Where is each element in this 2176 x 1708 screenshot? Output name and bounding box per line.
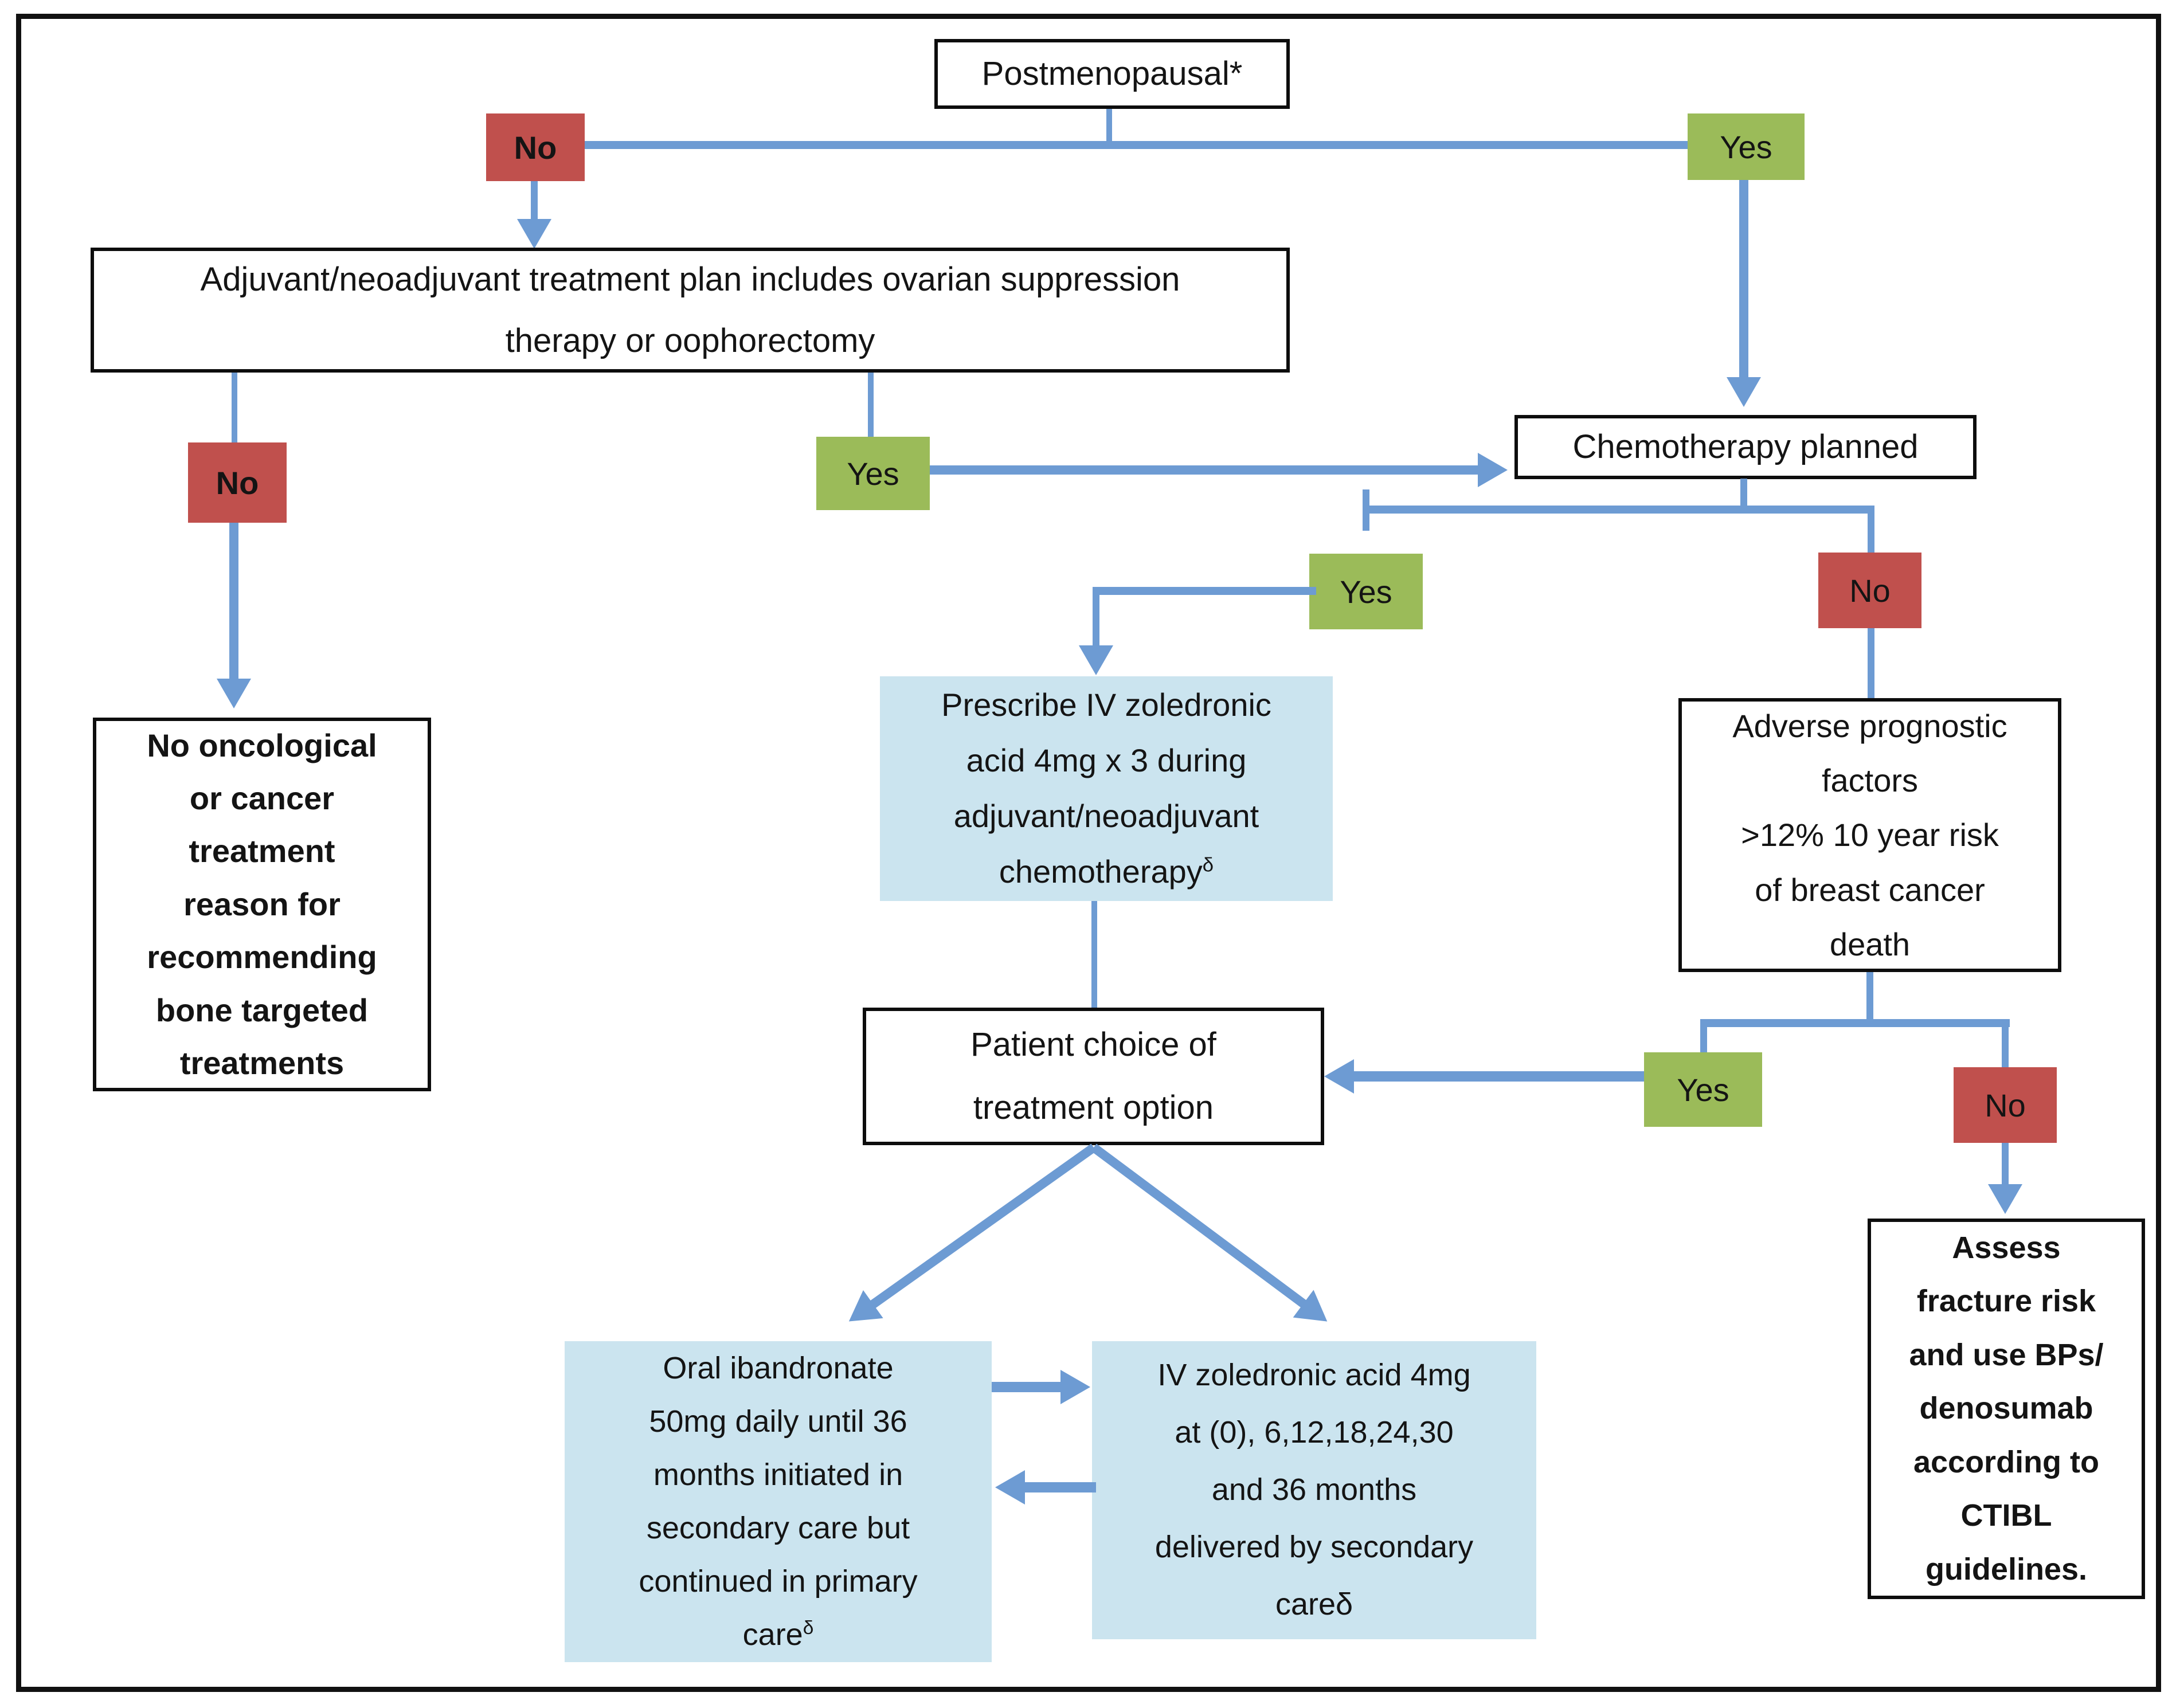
arrowhead-no-to-oncological [217,679,251,708]
connector-split-to-yesbottom [1700,1019,1707,1052]
connector-adjuvant-to-yes [868,373,874,437]
oral-superscript: δ [803,1617,814,1639]
connector-top-horizontal [584,141,1688,149]
arrowhead-to-patient [1324,1059,1354,1094]
decision-yes-adjuvant: Yes [816,437,930,510]
decision-yes-postmenopausal: Yes [1688,113,1805,180]
connector-no-to-oncological [229,523,238,679]
node-no-oncological: No oncological or cancer treatment reaso… [93,718,431,1091]
connector-iv-to-oral [1025,1482,1096,1492]
connector-chemo-down [1740,479,1747,507]
connector-yeschemo-elbow-v [1093,587,1099,648]
arrowhead-to-assess [1988,1184,2022,1214]
connector-adverse-down [1866,972,1873,1019]
connector-yeschemo-elbow-h [1093,587,1316,595]
node-adjuvant-plan: Adjuvant/neoadjuvant treatment plan incl… [91,248,1290,373]
connector-yes-to-chemo [1739,180,1748,378]
connector-postmenopausal-down [1106,109,1112,143]
decision-no-adverse: No [1954,1067,2057,1143]
connector-split-to-nobottom [2002,1019,2009,1067]
arrowhead-oral-to-iv [1060,1370,1090,1404]
decision-yes-chemo: Yes [1309,554,1423,629]
connector-split-to-no [1868,506,1874,553]
node-oral-ibandronate: Oral ibandronate 50mg daily until 36 mon… [565,1341,992,1662]
connector-oral-to-iv [992,1382,1062,1392]
node-chemotherapy-planned: Chemotherapy planned [1514,415,1977,479]
node-postmenopausal: Postmenopausal* [934,39,1290,109]
decision-no-postmenopausal: No [486,113,585,181]
node-prescribe-zoledronic: Prescribe IV zoledronic acid 4mg x 3 dur… [880,676,1333,901]
prescribe-text: Prescribe IV zoledronic acid 4mg x 3 dur… [941,687,1271,890]
decision-no-chemo: No [1818,553,1921,628]
arrowhead-no-to-adjuvant [517,219,551,249]
decision-no-adjuvant: No [188,442,287,523]
oral-text: Oral ibandronate 50mg daily until 36 mon… [639,1351,918,1652]
connector-prescribe-to-patient [1091,901,1097,1008]
connector-chemo-split-tick [1363,489,1369,531]
node-iv-zoledronic: IV zoledronic acid 4mg at (0), 6,12,18,2… [1092,1341,1536,1639]
decision-yes-adverse: Yes [1644,1052,1762,1127]
prescribe-superscript: δ [1202,854,1214,876]
connector-nochemo-to-adverse [1868,628,1874,698]
connector-adjuvant-to-no [232,373,237,442]
connector-chemo-split-horizontal [1368,506,1874,514]
arrowhead-yesmid-to-chemo [1478,453,1508,487]
connector-yesmid-to-chemo [930,465,1478,475]
arrowhead-to-prescribe [1079,645,1113,675]
arrowhead-iv-to-oral [995,1470,1025,1505]
node-adverse-prognostic: Adverse prognostic factors >12% 10 year … [1678,698,2061,972]
node-assess-fracture: Assess fracture risk and use BPs/ denosu… [1868,1219,2145,1599]
connector-yesadverse-to-patient [1353,1071,1644,1082]
chart-border [16,14,2161,1692]
connector-adverse-split-horizontal [1700,1019,2010,1027]
arrowhead-yes-to-chemo [1727,377,1761,407]
connector-no-to-adjuvant [531,181,538,221]
connector-noadverse-to-assess [2002,1143,2009,1186]
node-patient-choice: Patient choice of treatment option [863,1008,1324,1145]
